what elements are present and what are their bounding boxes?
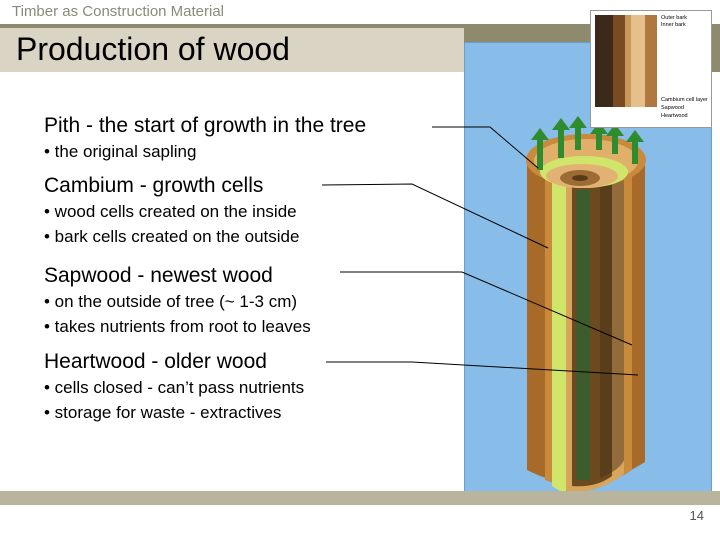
- arrow-icon: [626, 130, 644, 164]
- photo-cambium: [625, 15, 631, 107]
- slide-title: Production of wood: [16, 31, 290, 67]
- arrow-icon: [531, 128, 549, 170]
- trunk-shadow: [600, 180, 624, 478]
- photo-label: Outer bark: [661, 15, 687, 21]
- footer-bar: [0, 491, 720, 505]
- course-title: Timber as Construction Material: [12, 3, 225, 20]
- cambium-connector-line: [321, 183, 549, 249]
- arrow-icon: [552, 118, 570, 158]
- photo-sapwood: [631, 15, 645, 107]
- pith-bullet: • the original sapling: [44, 142, 197, 161]
- pith-connector-line: [432, 126, 539, 169]
- arrow-icon: [606, 124, 624, 154]
- photo-outer-bark: [595, 15, 613, 107]
- page-number: 14: [689, 508, 704, 523]
- trunk-cambium-layer: [552, 170, 566, 492]
- heartwood-connector-line: [326, 361, 639, 376]
- photo-inner-bark: [613, 15, 625, 107]
- arrow-icon: [590, 122, 608, 150]
- cambium-bullet: • bark cells created on the outside: [44, 227, 300, 246]
- sapwood-heading: Sapwood - newest wood: [44, 264, 273, 287]
- title-box: [0, 28, 464, 72]
- sapwood-connector-line: [340, 271, 633, 346]
- photo-label: Sapwood: [661, 105, 684, 111]
- heartwood-heading: Heartwood - older wood: [44, 350, 267, 373]
- heartwood-bullet: • storage for waste - extractives: [44, 403, 282, 422]
- photo-heartwood: [645, 15, 657, 107]
- growth-arrows: [531, 116, 644, 170]
- cambium-heading: Cambium - growth cells: [44, 174, 264, 197]
- arrow-icon: [569, 116, 587, 150]
- sapwood-bullet: • takes nutrients from root to leaves: [44, 317, 311, 336]
- cambium-bullet: • wood cells created on the inside: [44, 202, 297, 221]
- heartwood-bullet: • cells closed - can’t pass nutrients: [44, 378, 305, 397]
- photo-label: Heartwood: [661, 113, 688, 119]
- photo-label: Cambium cell layer: [661, 97, 708, 103]
- section-pith-dot: [572, 175, 588, 181]
- pith-heading: Pith - the start of growth in the tree: [44, 114, 367, 137]
- sapwood-bullet: • on the outside of tree (~ 1-3 cm): [44, 292, 298, 311]
- trunk-pith-core: [576, 190, 590, 480]
- photo-label: Inner bark: [661, 22, 686, 28]
- bark-photo: Outer bark Inner bark Cambium cell layer…: [590, 10, 712, 128]
